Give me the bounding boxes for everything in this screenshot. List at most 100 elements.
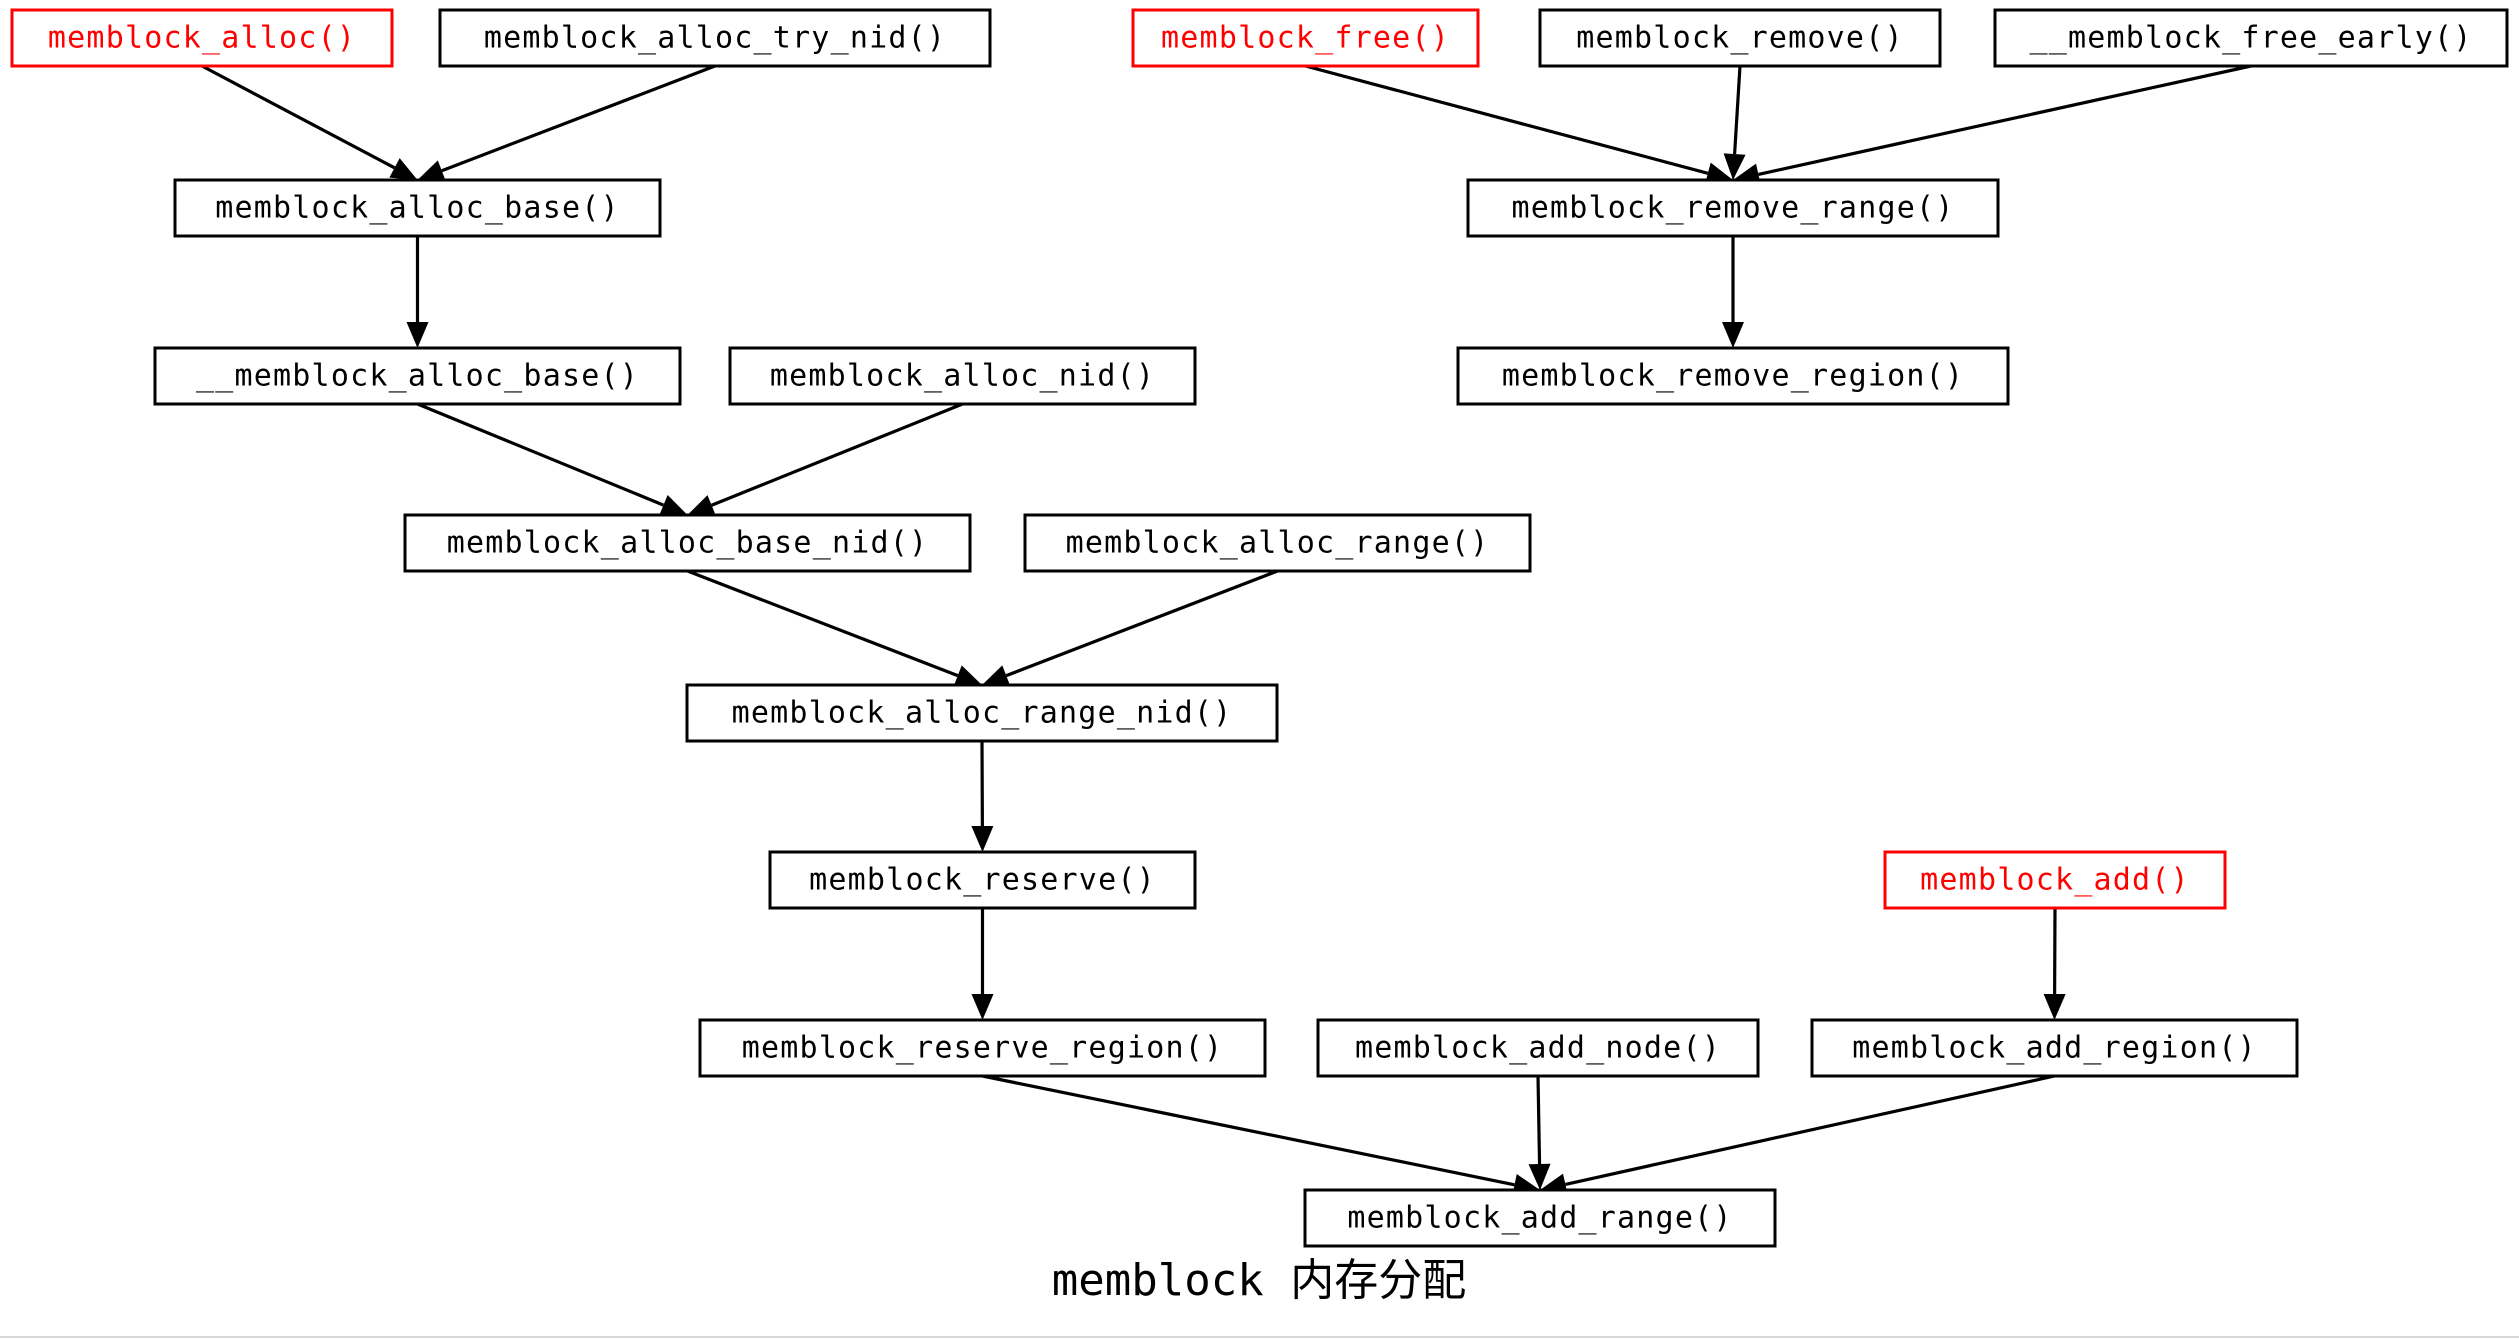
arrowhead-icon: [417, 160, 446, 181]
node-memblock_add_region[interactable]: memblock_add_region(): [1810, 1018, 2299, 1078]
arrowhead-icon: [2043, 993, 2066, 1020]
node-label-memblock_reserve: memblock_reserve(): [809, 863, 1156, 898]
node-box-memblock_alloc_nid[interactable]: [728, 346, 1197, 406]
node-memblock_free[interactable]: memblock_free(): [1131, 8, 1480, 68]
node-box-memblock_alloc_range_nid[interactable]: [685, 683, 1279, 743]
node-box-memblock_remove_region[interactable]: [1456, 346, 2010, 406]
edge-memblock_alloc_range-to-memblock_alloc_range_nid: [982, 569, 1279, 686]
node-memblock_add[interactable]: memblock_add(): [1883, 850, 2227, 910]
node-__memblock_alloc_base[interactable]: __memblock_alloc_base(): [153, 346, 682, 406]
edge-memblock_alloc_range_nid-to-memblock_reserve: [971, 740, 994, 852]
edge-line: [1565, 1074, 2055, 1186]
node-label-__memblock_alloc_base: __memblock_alloc_base(): [196, 359, 639, 394]
arrowhead-icon: [1723, 153, 1746, 180]
node-box-memblock_free[interactable]: [1131, 8, 1480, 68]
edge-__memblock_free_early-to-memblock_remove_range: [1733, 64, 2252, 186]
edge-memblock_alloc_base_nid-to-memblock_alloc_range_nid: [686, 569, 982, 686]
node-memblock_alloc_range_nid[interactable]: memblock_alloc_range_nid(): [685, 683, 1279, 743]
node-label-memblock_alloc_nid: memblock_alloc_nid(): [770, 359, 1155, 394]
edge-memblock_alloc_nid-to-memblock_alloc_base_nid: [687, 402, 964, 516]
node-box-memblock_add_range[interactable]: [1303, 1188, 1777, 1248]
arrowhead-icon: [971, 994, 994, 1020]
edge-memblock_add-to-memblock_add_region: [2043, 907, 2066, 1020]
node-memblock_alloc_base_nid[interactable]: memblock_alloc_base_nid(): [403, 513, 972, 573]
diagram-caption: memblock 内存分配: [1052, 1255, 1466, 1306]
node-memblock_alloc[interactable]: memblock_alloc(): [10, 8, 394, 68]
arrowhead-icon: [389, 158, 418, 180]
node-label-memblock_add_region: memblock_add_region(): [1852, 1031, 2257, 1066]
edge-line: [711, 402, 964, 507]
edge-line: [1758, 64, 2252, 176]
node-label-memblock_alloc: memblock_alloc(): [48, 21, 356, 56]
node-layer: memblock_alloc() memblock_alloc_try_nid()…: [10, 8, 2509, 1248]
node-label-memblock_alloc_base_nid: memblock_alloc_base_nid(): [447, 526, 929, 561]
node-label-memblock_add_node: memblock_add_node(): [1355, 1031, 1721, 1066]
node-label-memblock_remove_region: memblock_remove_region(): [1502, 359, 1964, 394]
edge-memblock_remove_range-to-memblock_remove_region: [1722, 236, 1744, 348]
edge-line: [1005, 569, 1279, 678]
node-box-memblock_alloc_try_nid[interactable]: [438, 8, 992, 68]
node-box-memblock_add_node[interactable]: [1316, 1018, 1760, 1078]
node-memblock_alloc_try_nid[interactable]: memblock_alloc_try_nid(): [438, 8, 992, 68]
node-box-__memblock_free_early[interactable]: [1993, 8, 2509, 68]
node-box-memblock_alloc[interactable]: [10, 8, 394, 68]
node-memblock_remove[interactable]: memblock_remove(): [1538, 8, 1942, 68]
node-label-memblock_alloc_try_nid: memblock_alloc_try_nid(): [484, 21, 946, 56]
node-box-memblock_alloc_range[interactable]: [1023, 513, 1532, 573]
node-box-__memblock_alloc_base[interactable]: [153, 346, 682, 406]
arrowhead-icon: [1528, 1163, 1551, 1190]
edge-memblock_alloc_try_nid-to-memblock_alloc_base: [417, 64, 716, 181]
edge-memblock_reserve-to-memblock_reserve_region: [971, 908, 994, 1020]
edge-layer: [201, 64, 2252, 1196]
node-box-memblock_remove_range[interactable]: [1466, 178, 2000, 238]
node-label-memblock_free: memblock_free(): [1161, 21, 1450, 56]
node-memblock_remove_range[interactable]: memblock_remove_range(): [1466, 178, 2000, 238]
node-label-memblock_remove_range: memblock_remove_range(): [1511, 191, 1954, 226]
edge-line: [1305, 64, 1709, 175]
node-box-memblock_add[interactable]: [1883, 850, 2227, 910]
node-memblock_add_node[interactable]: memblock_add_node(): [1316, 1018, 1760, 1078]
edge-line: [1536, 1075, 1542, 1165]
edge-line: [201, 64, 396, 170]
node-label-memblock_reserve_region: memblock_reserve_region(): [742, 1031, 1224, 1066]
edge-line: [416, 402, 665, 507]
edge-memblock_add_node-to-memblock_add_range: [1528, 1075, 1551, 1190]
node-label-memblock_alloc_range: memblock_alloc_range(): [1066, 526, 1490, 561]
edge-__memblock_alloc_base-to-memblock_alloc_base_nid: [416, 402, 688, 516]
node-memblock_reserve_region[interactable]: memblock_reserve_region(): [698, 1018, 1267, 1078]
node-memblock_alloc_range[interactable]: memblock_alloc_range(): [1023, 513, 1532, 573]
arrowhead-icon: [659, 494, 688, 516]
edge-memblock_add_region-to-memblock_add_range: [1540, 1074, 2055, 1196]
node-__memblock_free_early[interactable]: __memblock_free_early(): [1993, 8, 2509, 68]
node-box-memblock_add_region[interactable]: [1810, 1018, 2299, 1078]
edge-memblock_alloc_base-to-__memblock_alloc_base: [406, 236, 429, 348]
edge-line: [982, 1074, 1515, 1187]
node-box-memblock_alloc_base_nid[interactable]: [403, 513, 972, 573]
node-memblock_alloc_base[interactable]: memblock_alloc_base(): [173, 178, 662, 238]
arrowhead-icon: [953, 665, 982, 686]
node-box-memblock_remove[interactable]: [1538, 8, 1942, 68]
node-memblock_reserve[interactable]: memblock_reserve(): [768, 850, 1197, 910]
node-memblock_alloc_nid[interactable]: memblock_alloc_nid(): [728, 346, 1197, 406]
node-label-memblock_alloc_range_nid: memblock_alloc_range_nid(): [732, 696, 1233, 731]
arrowhead-icon: [971, 825, 994, 852]
edge-memblock_alloc-to-memblock_alloc_base: [201, 64, 418, 180]
edge-memblock_reserve_region-to-memblock_add_range: [982, 1074, 1540, 1196]
node-label-__memblock_free_early: __memblock_free_early(): [2029, 21, 2472, 56]
arrowhead-icon: [982, 665, 1011, 686]
node-box-memblock_reserve_region[interactable]: [698, 1018, 1267, 1078]
edge-line: [686, 569, 959, 678]
arrowhead-icon: [687, 495, 716, 516]
node-label-memblock_alloc_base: memblock_alloc_base(): [215, 191, 620, 226]
arrowhead-icon: [406, 322, 429, 348]
node-memblock_remove_region[interactable]: memblock_remove_region(): [1456, 346, 2010, 406]
edge-memblock_remove-to-memblock_remove_range: [1723, 65, 1746, 180]
arrowhead-icon: [1722, 322, 1744, 348]
node-memblock_add_range[interactable]: memblock_add_range(): [1303, 1188, 1777, 1248]
node-label-memblock_add_range: memblock_add_range(): [1347, 1201, 1732, 1236]
node-box-memblock_reserve[interactable]: [768, 850, 1197, 910]
edge-memblock_free-to-memblock_remove_range: [1305, 64, 1733, 184]
node-box-memblock_alloc_base[interactable]: [173, 178, 662, 238]
